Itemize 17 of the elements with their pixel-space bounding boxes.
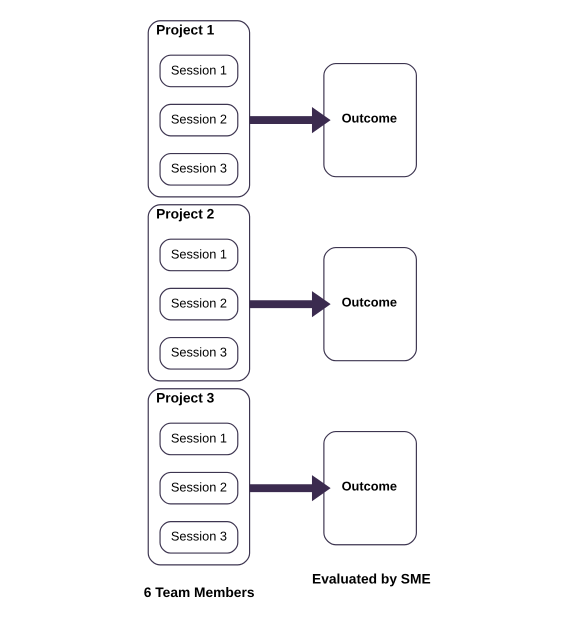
node-box: Outcome (322, 430, 416, 546)
node-box: Session 1 (158, 238, 238, 272)
label: 6 Team Members (143, 585, 254, 600)
node-box: Session 3 (158, 337, 238, 370)
node-box: Session 1 (158, 54, 238, 88)
label: Evaluated by SME (312, 571, 430, 586)
arrow (249, 107, 330, 134)
arrow (249, 475, 330, 502)
node-box: Session 3 (158, 521, 238, 554)
node-box: Session 2 (158, 288, 238, 320)
node-box: Outcome (322, 246, 416, 362)
node-box: Session 3 (158, 153, 238, 186)
node-box: Session 2 (158, 104, 238, 136)
node-box: Outcome (322, 62, 416, 178)
node-box: Session 1 (158, 422, 238, 456)
node-box: Session 2 (158, 472, 238, 504)
arrow (249, 291, 330, 318)
